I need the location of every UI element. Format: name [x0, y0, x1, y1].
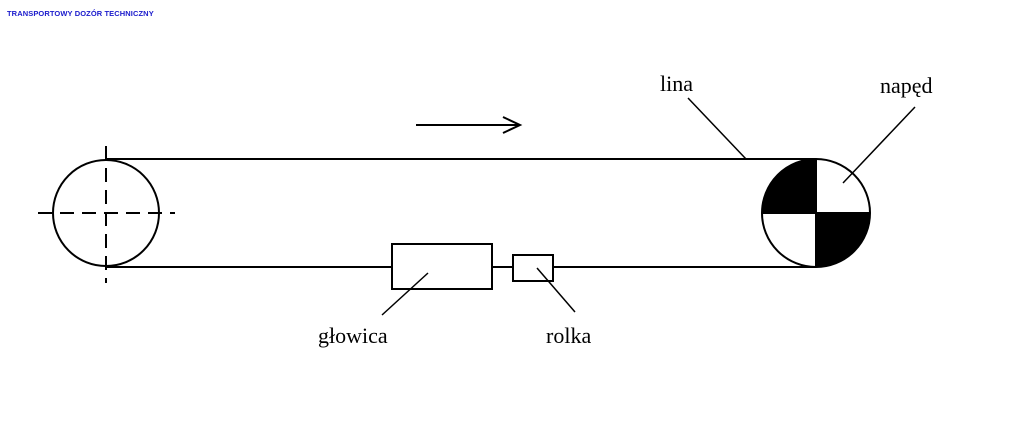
- leader-naped: [842, 106, 916, 184]
- leader-glowica: [381, 272, 429, 316]
- leader-lina: [687, 97, 747, 160]
- header-title: TRANSPORTOWY DOZÓR TECHNICZNY: [7, 9, 154, 18]
- label-glowica: głowica: [318, 323, 388, 348]
- roller-box: [512, 254, 554, 282]
- leader-rolka: [536, 267, 576, 313]
- direction-arrow: [416, 116, 523, 134]
- drive-pulley: [761, 158, 871, 268]
- label-rolka: rolka: [546, 323, 591, 348]
- label-naped: napęd: [880, 73, 933, 98]
- label-lina: lina: [660, 71, 693, 96]
- head-box: [391, 243, 493, 290]
